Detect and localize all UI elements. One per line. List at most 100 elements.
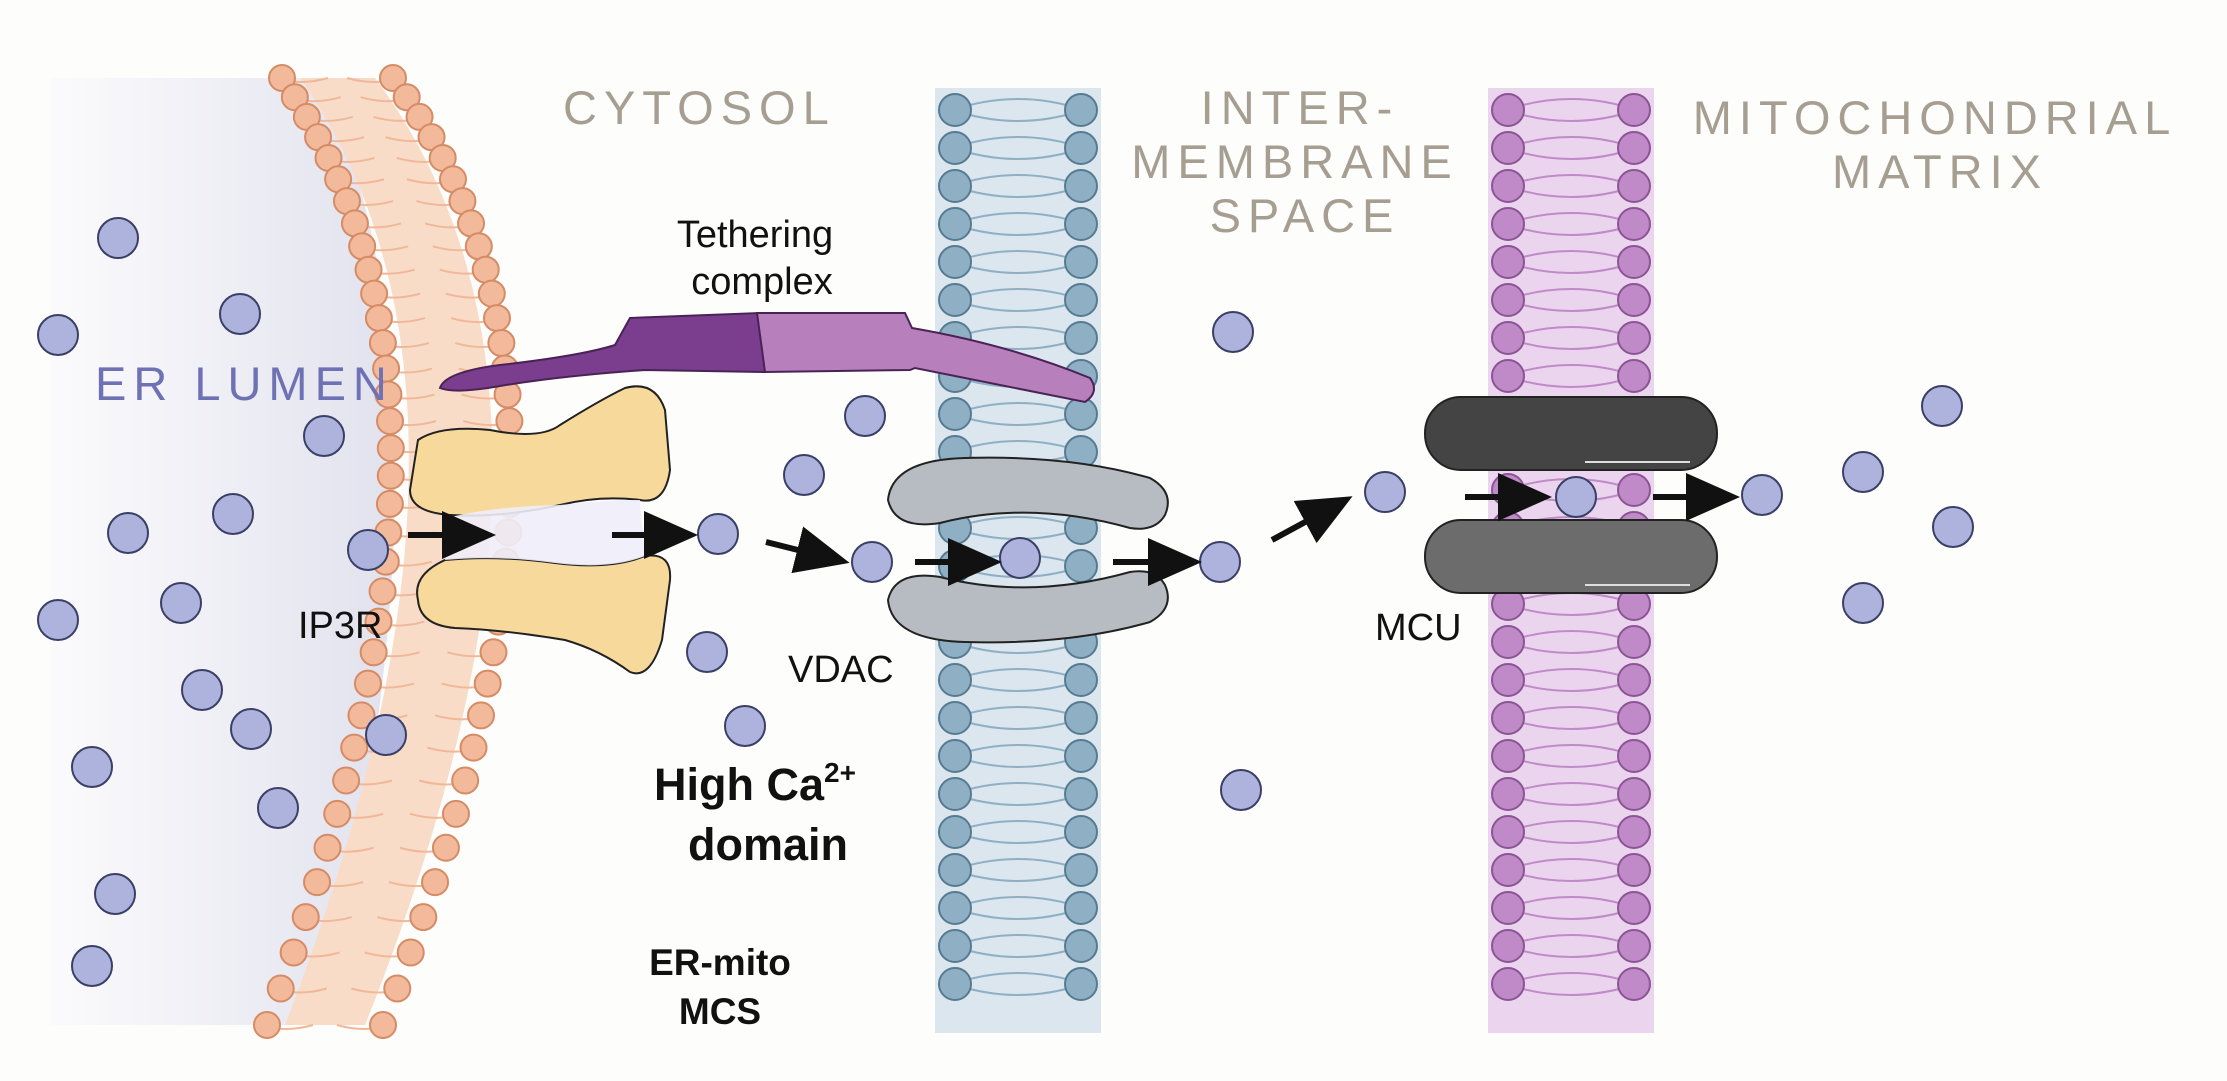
- calcium-ion: [1220, 769, 1262, 811]
- lipid-head: [1617, 929, 1651, 963]
- calcium-ions: [37, 217, 1974, 987]
- calcium-ion: [97, 217, 139, 259]
- tethering-label-1: Tethering: [677, 214, 833, 256]
- lipid-head: [376, 434, 405, 463]
- lipid-head: [360, 279, 389, 308]
- lipid-head: [1617, 777, 1651, 811]
- lipid-head: [938, 777, 972, 811]
- lipid-head: [348, 232, 377, 261]
- calcium-ion: [1199, 541, 1241, 583]
- calcium-ion: [230, 708, 272, 750]
- lipid-head: [303, 868, 332, 897]
- lipid-head: [1491, 131, 1525, 165]
- lipid-head: [396, 938, 425, 967]
- calcium-ion: [1842, 582, 1884, 624]
- calcium-ion: [181, 669, 223, 711]
- lipid-head: [479, 638, 508, 667]
- lipid-head: [1491, 967, 1525, 1001]
- lipid-head: [1064, 131, 1098, 165]
- lipid-head: [1617, 359, 1651, 393]
- lipid-head: [266, 974, 295, 1003]
- intermembrane-label-2: MEMBRANE: [1131, 135, 1459, 188]
- calcium-ion: [257, 787, 299, 829]
- lipid-head: [1491, 891, 1525, 925]
- lipid-head: [383, 974, 412, 1003]
- lipid-head: [431, 833, 460, 862]
- lipid-head: [938, 663, 972, 697]
- lipid-head: [392, 83, 421, 112]
- lipid-head: [379, 64, 407, 92]
- lipid-head: [376, 407, 405, 436]
- lipid-head: [1491, 283, 1525, 317]
- lipid-head: [332, 766, 361, 795]
- lipid-head: [464, 232, 493, 261]
- lipid-head: [451, 766, 480, 795]
- lipid-head: [405, 102, 434, 131]
- vdac-label: VDAC: [788, 649, 894, 691]
- calcium-ion: [851, 541, 893, 583]
- lipid-head: [477, 279, 506, 308]
- lipid-head: [473, 669, 502, 698]
- calcium-ion: [71, 746, 113, 788]
- ip3r-label: IP3R: [298, 605, 382, 647]
- flux-arrow: [765, 526, 850, 574]
- calcium-ion: [219, 293, 261, 335]
- calcium-ion: [686, 631, 728, 673]
- calcium-ion: [160, 582, 202, 624]
- lipid-head: [1617, 321, 1651, 355]
- lipid-head: [467, 701, 496, 730]
- lipid-head: [1064, 853, 1098, 887]
- lipid-head: [1617, 891, 1651, 925]
- lipid-head: [1617, 245, 1651, 279]
- lipid-head: [1617, 131, 1651, 165]
- lipid-head: [483, 304, 512, 333]
- lipid-head: [253, 1011, 281, 1039]
- calcium-ion: [365, 714, 407, 756]
- lipid-head: [1491, 739, 1525, 773]
- lipid-head: [1617, 625, 1651, 659]
- lipid-head: [1617, 93, 1651, 127]
- lipid-head: [1064, 891, 1098, 925]
- lipid-head: [268, 64, 296, 92]
- lipid-head: [1064, 245, 1098, 279]
- tethering-complex: [438, 311, 1095, 404]
- lipid-head: [1617, 815, 1651, 849]
- lipid-head: [364, 607, 393, 636]
- lipid-head: [938, 853, 972, 887]
- calcium-ion: [37, 314, 79, 356]
- lipid-head: [1064, 701, 1098, 735]
- lipid-head: [376, 461, 405, 490]
- lipid-head: [1064, 929, 1098, 963]
- mcs-label-1: ER-mito: [649, 942, 791, 983]
- lipid-head: [495, 407, 524, 436]
- lipid-head: [938, 93, 972, 127]
- calcium-ion: [1555, 476, 1597, 518]
- er-lumen-region: [50, 78, 395, 1025]
- calcium-ion: [212, 493, 254, 535]
- lipid-head: [938, 169, 972, 203]
- mcu-label: MCU: [1375, 607, 1462, 649]
- high-ca-text: High Ca: [654, 759, 825, 810]
- calcium-ion: [1921, 385, 1963, 427]
- calcium-ion: [724, 705, 766, 747]
- lipid-head: [1617, 701, 1651, 735]
- calcium-ion: [347, 529, 389, 571]
- calcium-ion: [783, 454, 825, 496]
- lipid-head: [364, 304, 393, 333]
- lipid-head: [1491, 473, 1525, 507]
- lipid-head: [938, 967, 972, 1001]
- lipid-head: [1491, 815, 1525, 849]
- mcu-channel: [1424, 396, 1718, 594]
- lipid-head: [1617, 207, 1651, 241]
- lipid-head: [1064, 663, 1098, 697]
- calcium-ion: [1842, 451, 1884, 493]
- lipid-head: [1491, 169, 1525, 203]
- lipid-head: [938, 815, 972, 849]
- lipid-head: [1064, 169, 1098, 203]
- lipid-head: [1064, 283, 1098, 317]
- lipid-head: [1491, 93, 1525, 127]
- lipid-head: [1491, 359, 1525, 393]
- lipid-head: [1617, 169, 1651, 203]
- mcs-label-2: MCS: [679, 991, 761, 1032]
